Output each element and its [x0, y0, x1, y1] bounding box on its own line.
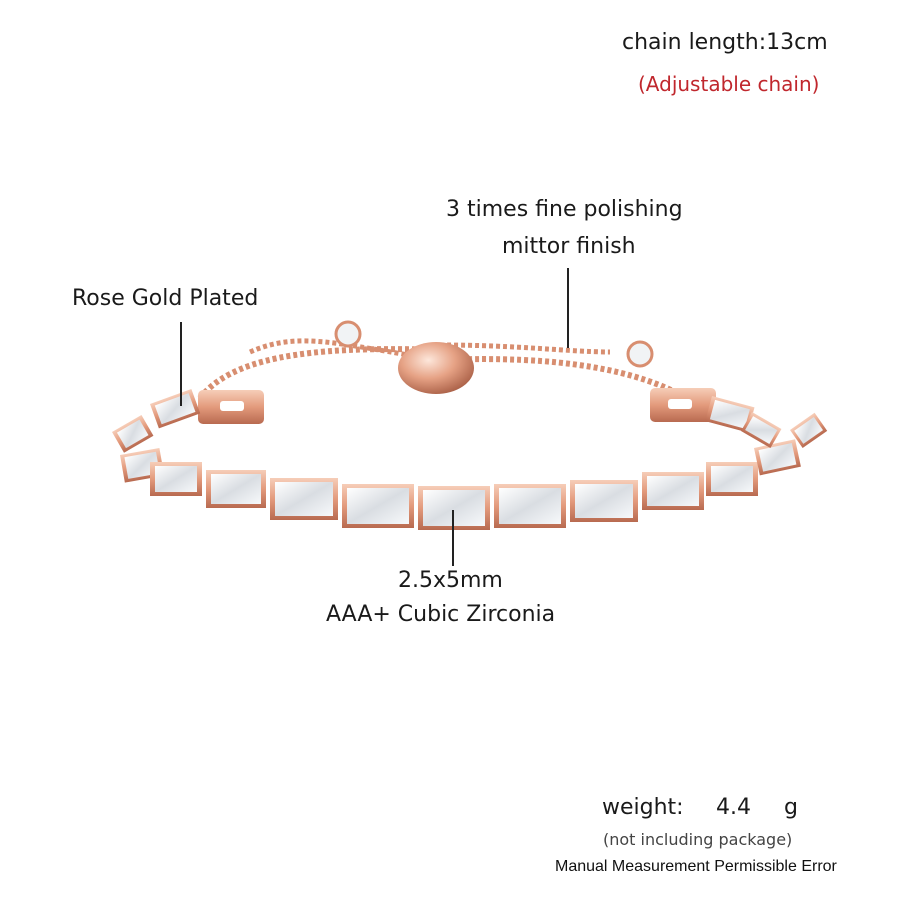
- rose-gold-leader-line: [180, 322, 182, 406]
- rose-gold-label: Rose Gold Plated: [72, 286, 259, 311]
- weight-label: weight:: [602, 795, 684, 820]
- polishing-label-line1: 3 times fine polishing: [446, 197, 683, 222]
- adjustable-chain-tail-left: [248, 338, 441, 363]
- adjustable-chain-tail-right: [439, 342, 611, 355]
- left-drop-charm: [334, 320, 362, 348]
- adjustable-chain-label: (Adjustable chain): [638, 72, 820, 96]
- polishing-label-line2: mittor finish: [502, 234, 636, 259]
- stone-size-label: 2.5x5mm: [398, 568, 503, 593]
- slider-bead: [398, 342, 474, 394]
- measurement-error-note: Manual Measurement Permissible Error: [555, 858, 837, 875]
- stone-strand-back: [150, 388, 782, 449]
- right-drop-charm: [626, 340, 654, 368]
- weight-unit: g: [784, 795, 798, 820]
- stone-type-label: AAA+ Cubic Zirconia: [326, 602, 556, 627]
- chain-length-label: chain length:13cm: [622, 30, 828, 55]
- stone-size-leader-line: [452, 510, 454, 566]
- stone-strand: [111, 412, 828, 530]
- package-note: (not including package): [603, 830, 793, 849]
- polishing-leader-line: [567, 268, 569, 348]
- weight-value: 4.4: [716, 795, 751, 820]
